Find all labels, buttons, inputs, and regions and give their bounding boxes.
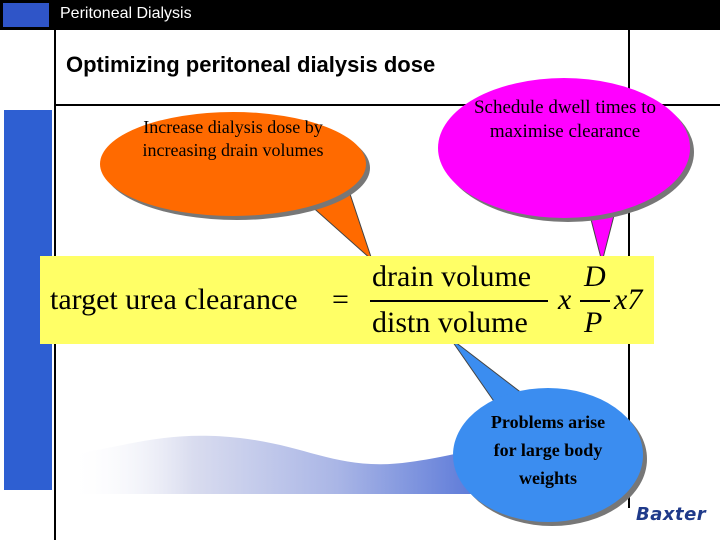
header-title: Peritoneal Dialysis bbox=[60, 5, 192, 22]
drain-callout-text: Increase dialysis dose by increasing dra… bbox=[142, 117, 324, 160]
header-bar: Peritoneal Dialysis bbox=[0, 0, 720, 30]
dwell-callout-bubble bbox=[438, 78, 690, 218]
formula-d: D bbox=[584, 260, 606, 293]
formula-denominator: distn volume bbox=[372, 306, 528, 339]
slide-title: Optimizing peritoneal dialysis dose bbox=[66, 52, 436, 77]
formula-box: target urea clearance = drain volume dis… bbox=[40, 256, 654, 344]
formula-equals: = bbox=[332, 283, 349, 316]
title-underline-rule bbox=[54, 104, 720, 106]
formula-p: P bbox=[584, 306, 603, 339]
baxter-logo: Baxter bbox=[636, 504, 707, 525]
wave-decoration bbox=[70, 435, 480, 494]
formula-times-7: x7 bbox=[614, 283, 643, 316]
formula-lhs: target urea clearance bbox=[50, 283, 298, 316]
formula-dp-bar bbox=[580, 300, 610, 302]
drain-callout-bubble bbox=[100, 112, 366, 216]
header-accent-block bbox=[3, 3, 49, 27]
problems-callout-text: Problems arise for large body weights bbox=[490, 412, 606, 488]
formula-fraction-bar bbox=[370, 300, 548, 302]
problems-callout-bubble bbox=[453, 388, 643, 522]
dwell-callout-text: Schedule dwell times to maximise clearan… bbox=[473, 97, 657, 142]
formula-times-1: x bbox=[558, 283, 572, 316]
formula-numerator: drain volume bbox=[372, 260, 532, 293]
